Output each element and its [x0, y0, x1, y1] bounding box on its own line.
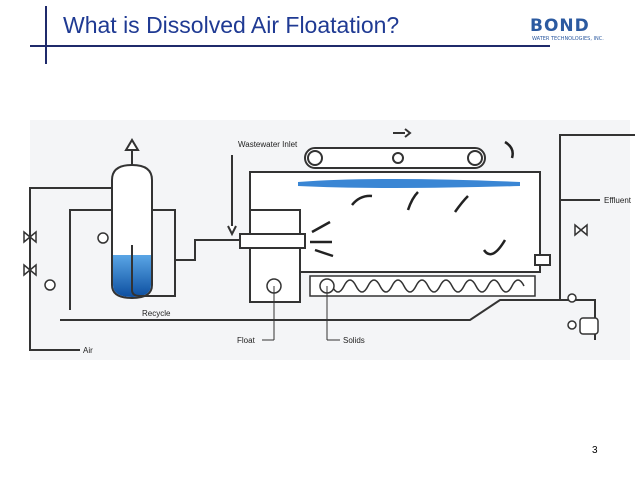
recycle-label: Recycle	[142, 309, 171, 318]
title-accent-vertical	[45, 6, 47, 64]
valves	[23, 223, 599, 335]
logo-name: BOND	[530, 16, 590, 36]
title-underline	[30, 45, 550, 47]
effluent-label: Effluent	[604, 196, 632, 205]
pressure-tank	[111, 138, 160, 300]
leader-lines	[60, 199, 600, 351]
flow-arrows	[310, 140, 514, 258]
slide-title: What is Dissolved Air Floatation?	[63, 12, 400, 38]
wastewater-inlet-label: Wastewater Inlet	[238, 140, 298, 149]
skimmer-conveyor	[304, 128, 486, 169]
logo-subtitle: WATER TECHNOLOGIES, INC.	[532, 36, 604, 42]
company-logo: BOND WATER TECHNOLOGIES, INC.	[530, 14, 610, 48]
page-number: 3	[592, 445, 598, 456]
float-label: Float	[237, 336, 256, 345]
air-label: Air	[83, 346, 93, 355]
inlet-pipe	[227, 155, 306, 249]
screw-conveyor	[266, 275, 536, 297]
solids-label: Solids	[343, 336, 365, 345]
